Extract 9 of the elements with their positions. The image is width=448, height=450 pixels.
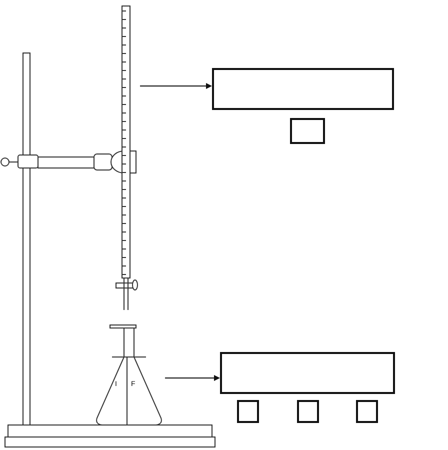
answer-box <box>220 352 395 394</box>
answer-box <box>297 400 319 423</box>
answer-box <box>356 400 378 423</box>
answer-box <box>290 118 325 144</box>
arrow <box>164 375 220 381</box>
burette-drawing <box>113 3 140 313</box>
arrow <box>140 83 212 89</box>
answer-box <box>237 400 259 423</box>
answer-box <box>212 68 394 110</box>
